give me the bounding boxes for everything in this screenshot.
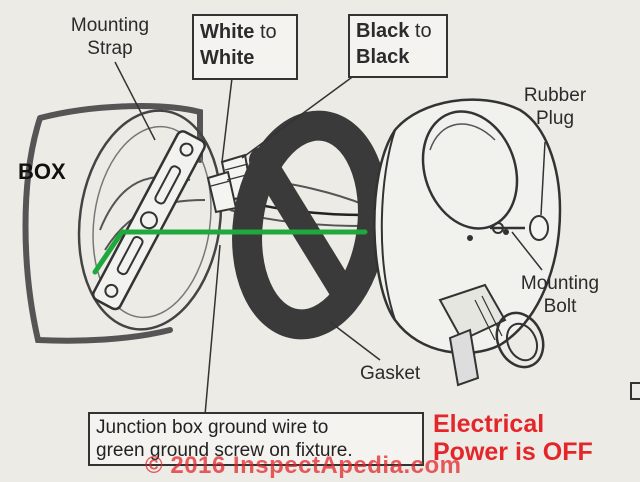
mounting-bolt-line2: Bolt bbox=[543, 296, 577, 317]
ground-wire-line1: Junction box ground wire to bbox=[96, 417, 329, 438]
black-to-black-callout: Black to Black bbox=[348, 14, 448, 78]
white-bold-1: White bbox=[200, 21, 255, 43]
fixture-opening bbox=[421, 110, 519, 230]
mounting-bolt bbox=[490, 222, 525, 234]
box-label: BOX bbox=[18, 159, 66, 184]
power-off-warning: Electrical Power is OFF bbox=[433, 410, 593, 466]
gasket-label: Gasket bbox=[360, 363, 421, 384]
gasket bbox=[232, 110, 388, 340]
mounting-strap bbox=[91, 130, 206, 311]
conduit-fitting bbox=[438, 283, 545, 387]
ground-wire-line2: green ground screw on fixture. bbox=[96, 440, 353, 461]
white-to-white-callout: White to White bbox=[192, 14, 298, 80]
power-off-line2: Power is OFF bbox=[433, 438, 593, 466]
white-to-text: to bbox=[254, 21, 277, 43]
mounting-bolt-label: Mounting Bolt bbox=[510, 272, 610, 318]
copyright-watermark: © 2016 InspectApedia.com bbox=[145, 452, 462, 479]
mounting-strap-line1: Mounting bbox=[70, 15, 150, 36]
mounting-strap-line2: Strap bbox=[87, 38, 133, 59]
black-to-text: to bbox=[409, 20, 432, 42]
power-off-line1: Electrical bbox=[433, 410, 545, 438]
black-bold-2: Black bbox=[356, 46, 410, 68]
mounting-bolt-line1: Mounting bbox=[520, 273, 600, 294]
ground-wire-callout: Junction box ground wire to green ground… bbox=[88, 412, 424, 466]
rubber-plug-label: Rubber Plug bbox=[505, 84, 605, 130]
mounting-strap-label: Mounting Strap bbox=[60, 14, 160, 60]
white-bold-2: White bbox=[200, 47, 255, 69]
rubber-plug-line1: Rubber bbox=[523, 85, 587, 106]
rubber-plug-line2: Plug bbox=[535, 108, 575, 129]
black-bold-1: Black bbox=[356, 20, 410, 42]
junction-box-outline bbox=[22, 103, 203, 344]
rubber-plug bbox=[529, 215, 549, 241]
edge-bracket bbox=[630, 382, 640, 400]
